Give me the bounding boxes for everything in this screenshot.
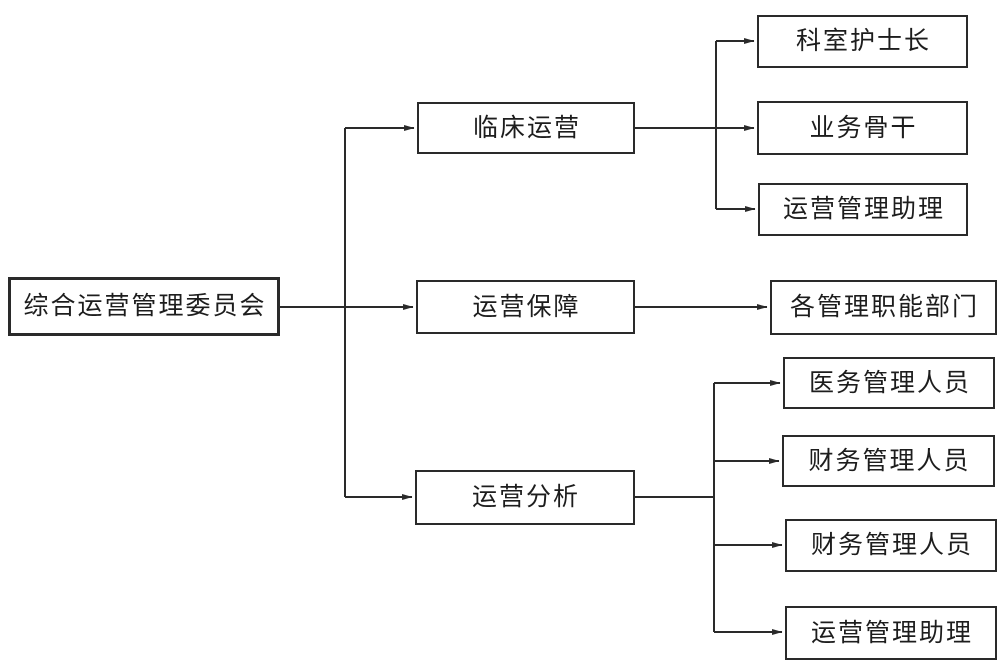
node-clinical-operations: 临床运营 <box>417 102 635 154</box>
node-finance-managers-2: 财务管理人员 <box>785 519 997 572</box>
node-ops-assistant-1: 运营管理助理 <box>758 183 968 236</box>
node-medical-managers: 医务管理人员 <box>783 357 995 409</box>
node-ops-assistant-2: 运营管理助理 <box>785 606 997 660</box>
node-finance-managers-1: 财务管理人员 <box>782 435 995 487</box>
node-operations-analysis: 运营分析 <box>415 470 635 525</box>
node-operations-support: 运营保障 <box>416 280 635 334</box>
node-management-departments: 各管理职能部门 <box>770 280 997 335</box>
node-committee: 综合运营管理委员会 <box>8 277 280 336</box>
node-business-backbone: 业务骨干 <box>757 101 968 155</box>
node-head-nurse: 科室护士长 <box>757 15 968 68</box>
